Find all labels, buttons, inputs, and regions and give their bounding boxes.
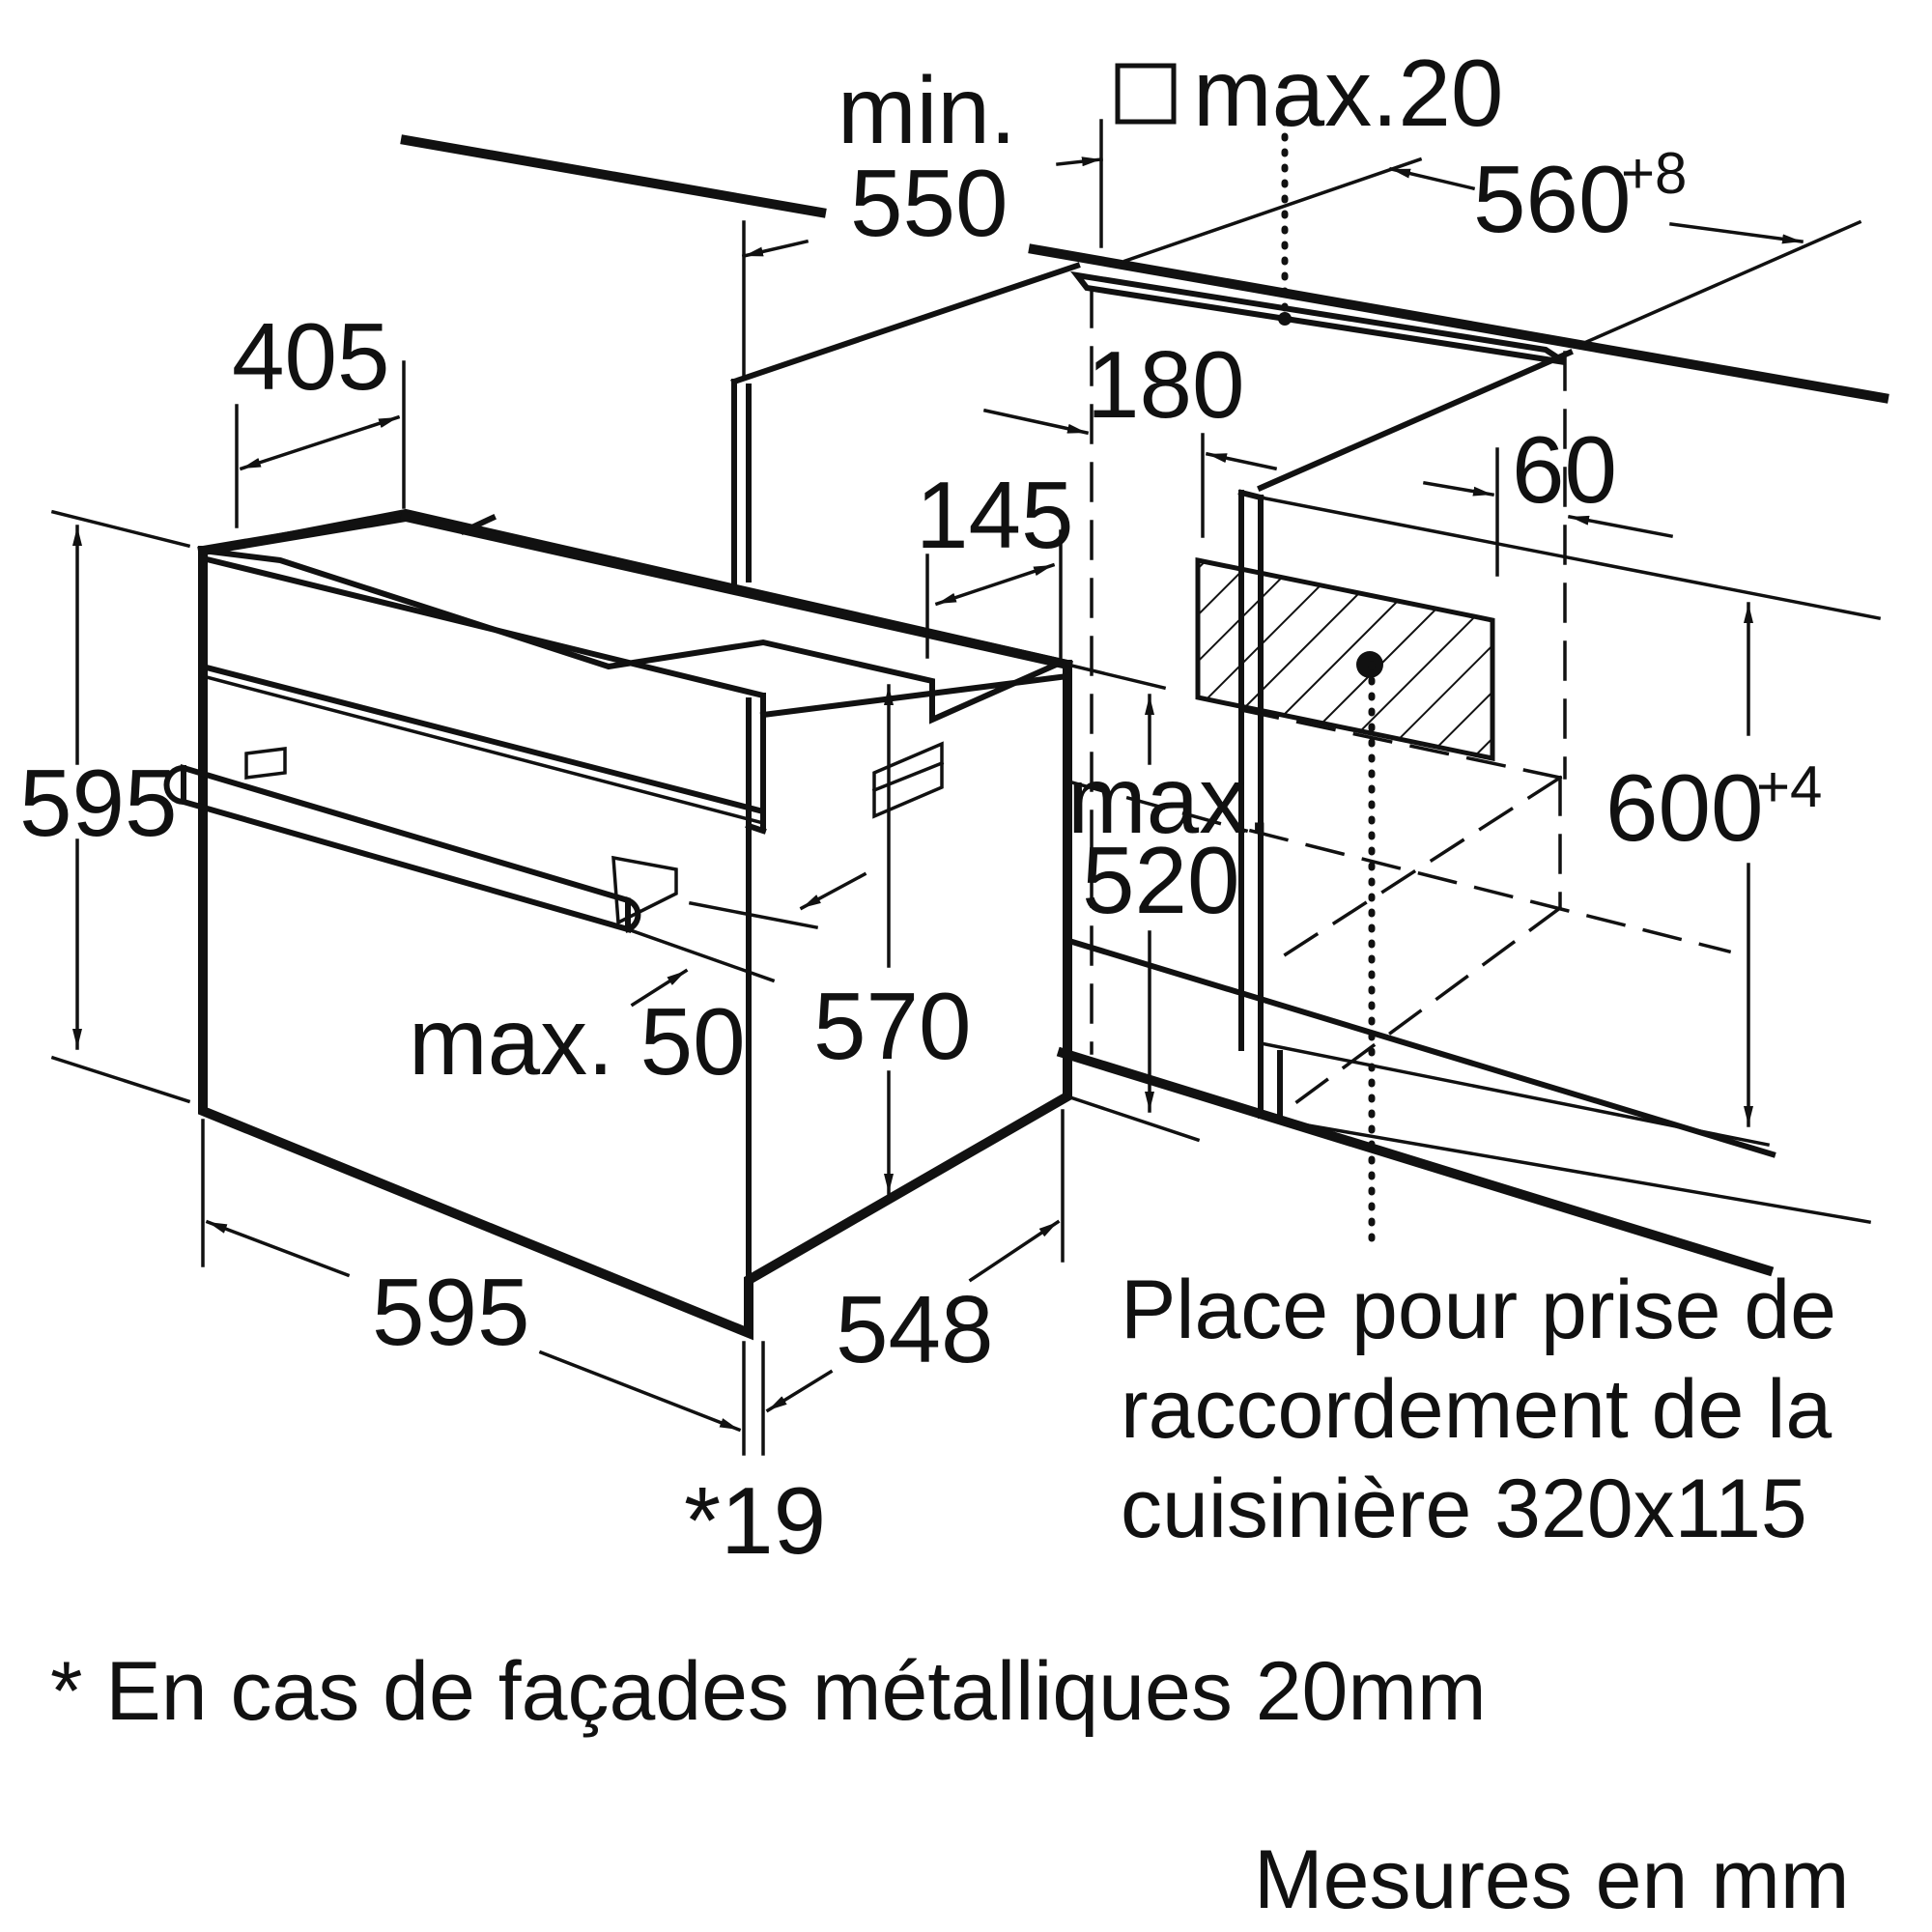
dim-max-label: max. — [1067, 747, 1272, 853]
dim-gap-60: 60 — [1512, 416, 1617, 523]
dim-front-570: 570 — [813, 973, 972, 1079]
dim-depth-548: 548 — [836, 1276, 994, 1382]
dim-depth-145: 145 — [916, 462, 1074, 568]
dim-niche-width-tolerance: +8 — [1621, 141, 1687, 206]
dimension-lines — [50, 119, 1862, 1456]
dim-depth-405: 405 — [232, 303, 390, 410]
dim-min-label: min. — [838, 57, 1016, 163]
dim-niche-width-560: 560 — [1473, 146, 1632, 252]
dim-niche-height-600: 600 — [1605, 754, 1764, 861]
oven — [163, 508, 1073, 1341]
socket-note-line-2: raccordement de la — [1121, 1363, 1832, 1456]
square-symbol — [1115, 63, 1177, 125]
units-note: Mesures en mm — [1254, 1833, 1850, 1926]
socket-note-line-1: Place pour prise de — [1121, 1264, 1836, 1356]
cabinet-niche — [400, 117, 1889, 1277]
dim-width-595: 595 — [372, 1259, 530, 1365]
dim-square-max-20: max.20 — [1193, 40, 1503, 146]
dim-niche-height-tolerance: +4 — [1756, 754, 1822, 819]
dim-front-19: *19 — [684, 1467, 826, 1574]
dim-min-550: 550 — [850, 150, 1009, 256]
footnote: * En cas de façades métalliques 20mm — [50, 1645, 1487, 1738]
dim-max-520: 520 — [1082, 827, 1240, 933]
socket-note-line-3: cuisinière 320x115 — [1121, 1463, 1807, 1555]
dim-height-595: 595 — [19, 750, 178, 856]
socket-zone — [1195, 556, 1495, 762]
dim-height-180: 180 — [1087, 331, 1245, 438]
dim-max-50: max. 50 — [409, 988, 746, 1094]
